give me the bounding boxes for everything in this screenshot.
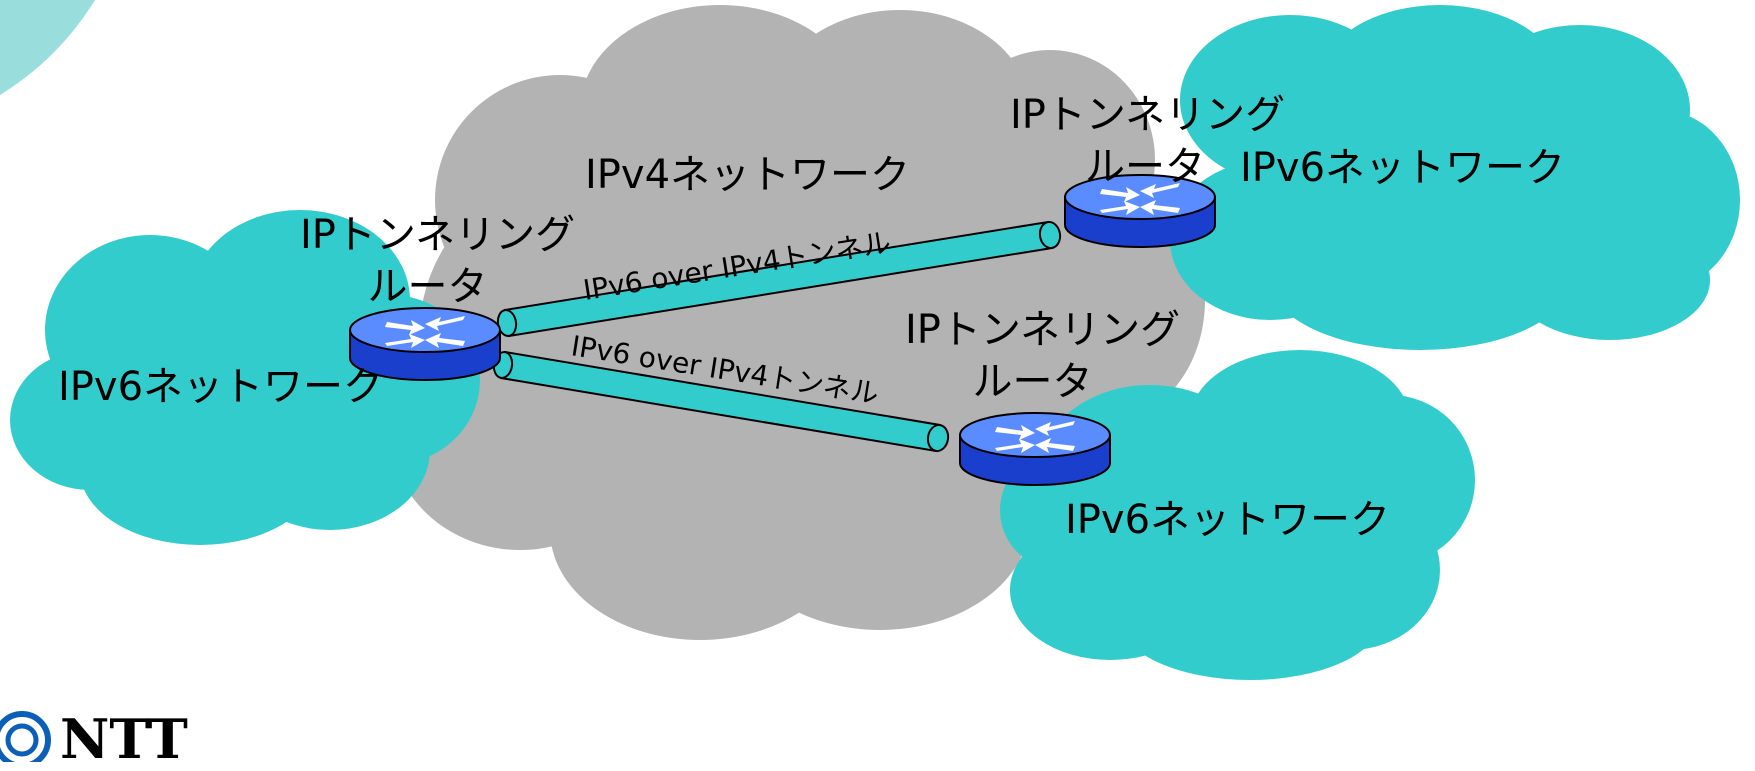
ntt-logo-icon — [0, 711, 51, 769]
router-caption-bottom-right-line2: ルータ — [972, 359, 1093, 405]
router-caption-left: IPトンネリング ルータ — [300, 212, 576, 310]
corner-decoration — [0, 0, 95, 95]
router-caption-top-right-line1: IPトンネリング — [1010, 92, 1286, 138]
router-icon-bottom-right — [959, 412, 1111, 486]
ipv6-network-label-top-right: IPv6ネットワーク — [1240, 145, 1566, 191]
router-caption-top-right-line2: ルータ — [1085, 144, 1205, 190]
ipv6-network-label-left: IPv6ネットワーク — [58, 364, 384, 410]
ipv6-cloud-right-top — [1170, 5, 1740, 350]
router-caption-left-line1: IPトンネリング — [300, 212, 576, 258]
router-caption-bottom-right-line1: IPトンネリング — [905, 307, 1181, 353]
router-icon-top-right — [1064, 174, 1216, 248]
router-caption-left-line2: ルータ — [367, 264, 488, 310]
ipv6-network-label-bottom-right: IPv6ネットワーク — [1065, 497, 1391, 543]
router-caption-top-right: IPトンネリング ルータ — [1010, 92, 1286, 190]
ipv4-network-label: IPv4ネットワーク — [585, 152, 911, 198]
router-caption-bottom-right: IPトンネリング ルータ — [905, 307, 1181, 405]
ipv6-cloud-left — [10, 210, 480, 545]
router-icon-left — [349, 307, 501, 381]
ipv6-cloud-right-bottom — [1000, 350, 1475, 680]
ntt-logo-text: NTT — [60, 707, 188, 771]
